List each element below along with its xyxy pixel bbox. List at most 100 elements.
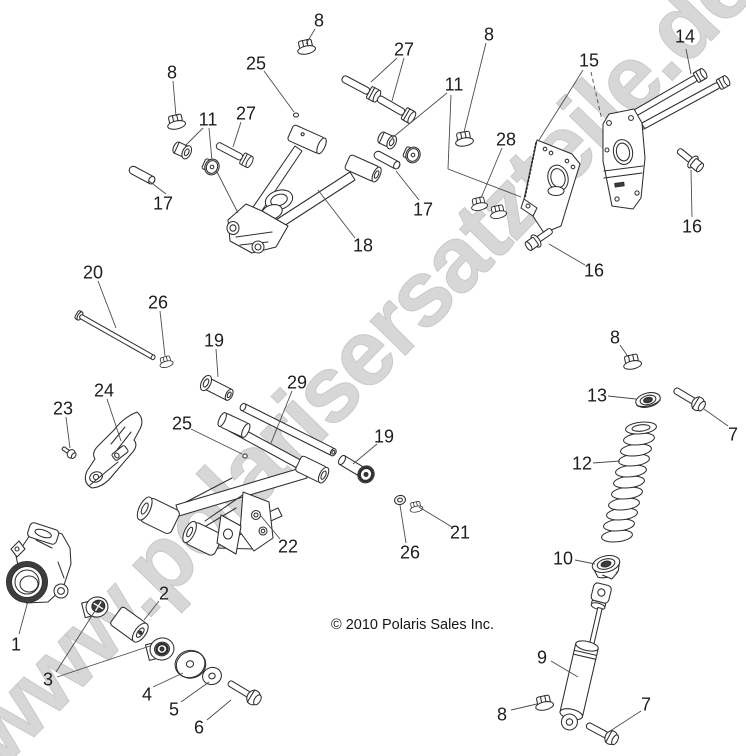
part-9-shock-absorber <box>559 582 612 731</box>
leader-line-27 <box>391 57 405 102</box>
bolt-14-a <box>619 68 708 124</box>
callout-1: 1 <box>11 635 21 655</box>
knurled-nut-11-right <box>400 143 424 166</box>
pivot-dot-25-lower <box>242 453 248 459</box>
callout-5: 5 <box>169 700 179 720</box>
part-2-bushing-tube <box>110 606 149 643</box>
callout-6: 6 <box>194 718 204 738</box>
leader-line-11 <box>208 127 213 162</box>
pin-17-left <box>127 164 157 186</box>
leader-line-11 <box>391 92 448 139</box>
leader-line-15 <box>538 69 584 141</box>
pivot-dot-25-top <box>292 112 300 118</box>
callout-22: 22 <box>278 537 298 557</box>
leader-line-22 <box>260 515 281 540</box>
leader-line-17 <box>148 180 167 195</box>
leader-line-11 <box>447 94 452 170</box>
callout-28: 28 <box>496 130 516 150</box>
callout-27: 27 <box>394 40 414 60</box>
leader-line-10 <box>574 559 596 565</box>
bushing-11-right <box>375 129 400 151</box>
part-19-bushing-upper <box>199 374 234 401</box>
leader-line-17 <box>395 170 420 201</box>
callout-8: 8 <box>610 328 620 348</box>
callout-14: 14 <box>675 27 695 47</box>
leader-line-24 <box>106 398 122 442</box>
part-13-spring-retainer-upper <box>635 392 661 408</box>
nut-26-upper <box>157 354 175 370</box>
callout-3: 3 <box>43 670 53 690</box>
nut-8-spring-top <box>621 352 643 372</box>
nut-8-shock <box>533 693 555 713</box>
callout-26: 26 <box>148 293 168 313</box>
leader-line-26 <box>159 310 166 357</box>
bushing-11-left <box>170 139 195 161</box>
part-29-pivot-tube <box>239 402 337 457</box>
leader-line-13 <box>607 395 637 400</box>
callout-16: 16 <box>584 261 604 281</box>
copyright-text: © 2010 Polaris Sales Inc. <box>331 617 494 633</box>
callout-8: 8 <box>484 25 494 45</box>
part-12-coil-spring <box>601 421 657 543</box>
diagram-artwork <box>5 37 731 748</box>
callout-20: 20 <box>83 263 103 283</box>
bolt-27-top-b <box>374 91 418 125</box>
part-10-spring-retainer-lower <box>591 555 621 580</box>
callout-19: 19 <box>374 427 394 447</box>
callout-24: 24 <box>94 381 114 401</box>
leader-line-7 <box>606 710 642 734</box>
washer-26-lower <box>392 493 408 507</box>
callout-16: 16 <box>682 217 702 237</box>
leader-line-8 <box>510 703 538 711</box>
leader-line-8 <box>463 42 487 133</box>
leader-line-12 <box>592 460 621 464</box>
leader-line-11 <box>447 168 522 198</box>
leader-line-18 <box>317 189 356 239</box>
leader-line-4 <box>152 672 184 688</box>
part-6-bolt <box>227 680 262 706</box>
part-15-bracket-left <box>520 139 581 234</box>
bushing-3-b <box>144 637 175 661</box>
callout-29: 29 <box>287 373 307 393</box>
callout-7: 7 <box>641 695 651 715</box>
callout-26: 26 <box>400 543 420 563</box>
bolt-23 <box>61 446 77 459</box>
callout-11: 11 <box>199 110 218 130</box>
callout-25: 25 <box>246 54 266 74</box>
leader-line-8 <box>172 80 177 117</box>
bolt-27-top-a <box>338 71 383 104</box>
leader-line-19 <box>352 443 378 465</box>
callout-8: 8 <box>497 705 507 725</box>
leader-line-9 <box>550 660 579 678</box>
leader-line-8 <box>619 344 630 359</box>
leader-line-1 <box>18 600 29 635</box>
leader-line-11 <box>215 169 239 214</box>
callout-17: 17 <box>153 194 173 214</box>
callout-13: 13 <box>587 386 607 406</box>
callout-8: 8 <box>314 11 324 31</box>
callout-8: 8 <box>167 63 177 83</box>
leader-line-23 <box>65 416 71 449</box>
callout-21: 21 <box>450 523 470 543</box>
bolt-7-lower <box>582 718 622 748</box>
leader-line-5 <box>180 681 210 703</box>
leader-line-27 <box>370 57 398 83</box>
leader-line-16 <box>690 169 693 218</box>
part-18-upper-a-arm <box>226 124 382 254</box>
bolt-7-upper <box>670 383 709 414</box>
callout-25: 25 <box>172 414 192 434</box>
callout-18: 18 <box>353 236 373 256</box>
nut-21 <box>408 500 424 514</box>
leader-line-11 <box>184 127 204 147</box>
callout-10: 10 <box>553 549 573 569</box>
leader-line-2 <box>143 600 160 621</box>
leader-line-25 <box>263 70 295 113</box>
leader-line-26 <box>399 504 407 544</box>
leader-line-16 <box>548 243 586 266</box>
leader-line-3 <box>55 610 96 673</box>
part-1-bearing-carrier <box>5 522 72 604</box>
nut-8-top <box>295 37 317 57</box>
bolt-16-right <box>673 144 707 176</box>
